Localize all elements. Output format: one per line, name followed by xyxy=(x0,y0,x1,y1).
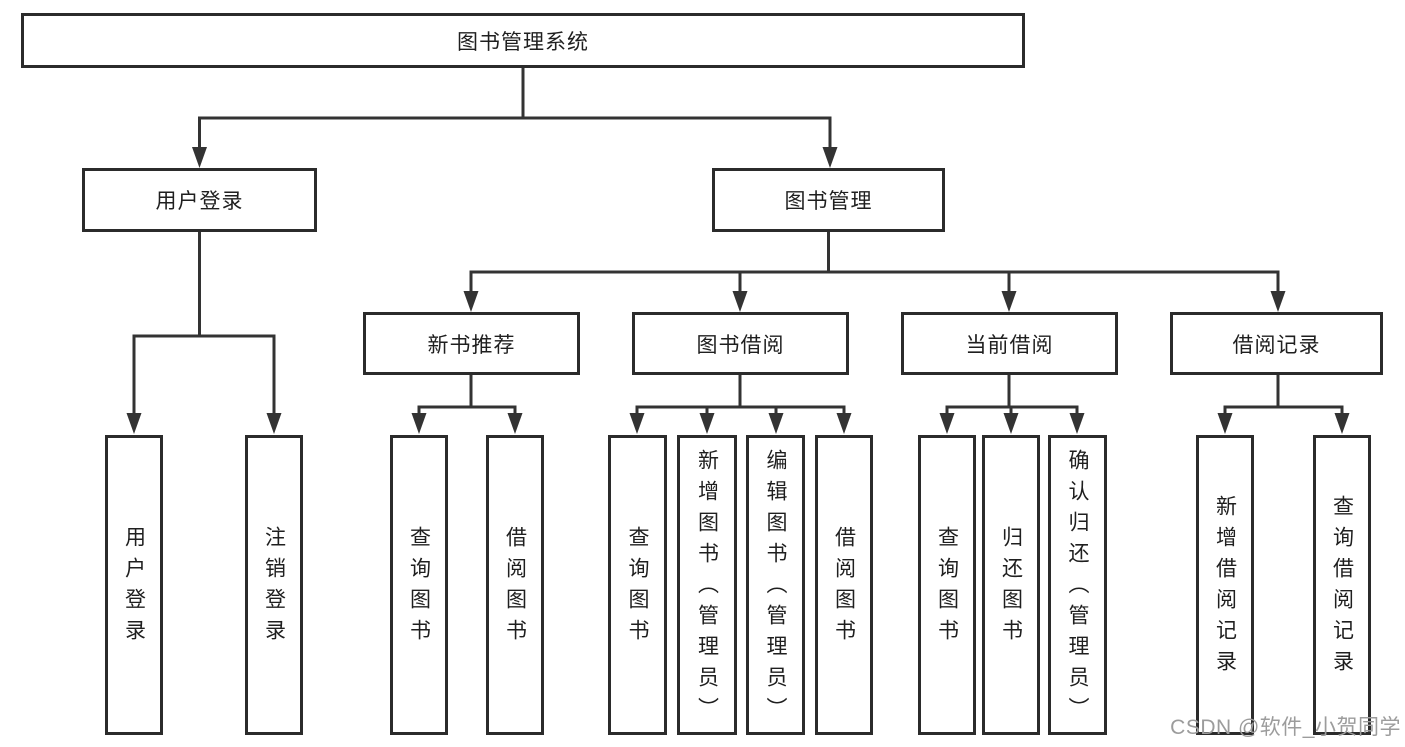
node-book-borrowing: 图书借阅 xyxy=(632,312,849,375)
watermark: CSDN @软件_小贺同学 xyxy=(1170,716,1401,739)
node-borrowing-records: 借阅记录 xyxy=(1170,312,1383,375)
leaf-query-books-recommend: 查询图书 xyxy=(390,435,448,735)
leaf-add-borrow-record: 新增借阅记录 xyxy=(1196,435,1254,735)
leaf-confirm-return-admin: 确认归还（管理员） xyxy=(1048,435,1107,735)
leaf-edit-books-admin: 编辑图书（管理员） xyxy=(746,435,805,735)
leaf-logout: 注销登录 xyxy=(245,435,303,735)
node-current-borrowing: 当前借阅 xyxy=(901,312,1118,375)
leaf-borrow-books-borrowing: 借阅图书 xyxy=(815,435,873,735)
leaf-return-books: 归还图书 xyxy=(982,435,1040,735)
leaf-user-login: 用户登录 xyxy=(105,435,163,735)
node-user-login: 用户登录 xyxy=(82,168,317,232)
leaf-add-books-admin: 新增图书（管理员） xyxy=(677,435,737,735)
leaf-borrow-books-recommend: 借阅图书 xyxy=(486,435,544,735)
leaf-query-books-current: 查询图书 xyxy=(918,435,976,735)
node-library-management-system: 图书管理系统 xyxy=(21,13,1025,68)
node-new-book-recommend: 新书推荐 xyxy=(363,312,580,375)
leaf-query-borrow-record: 查询借阅记录 xyxy=(1313,435,1371,735)
leaf-query-books-borrowing: 查询图书 xyxy=(608,435,667,735)
node-book-management: 图书管理 xyxy=(712,168,945,232)
